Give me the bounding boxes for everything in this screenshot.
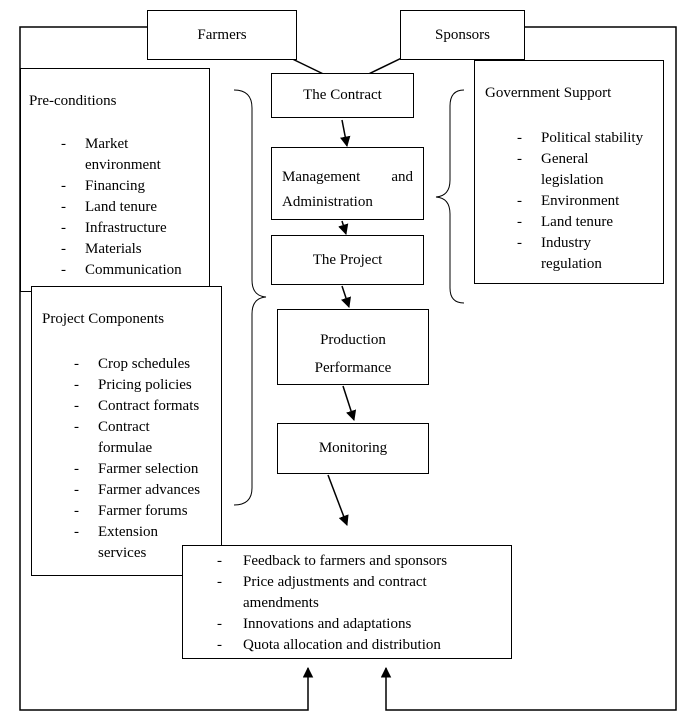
production-to-monitoring-arrow xyxy=(342,385,357,421)
right-brace xyxy=(435,89,465,304)
project-components-title: Project Components xyxy=(42,311,165,327)
preconditions-title: Pre-conditions xyxy=(29,93,117,109)
farmers-loop-line xyxy=(19,26,314,711)
administration-word: Administration xyxy=(282,194,373,210)
farmers-box: Farmers xyxy=(147,10,297,60)
list-item: Communication xyxy=(29,260,209,281)
management-line1: Management and xyxy=(282,167,413,188)
list-item: Pricing policies xyxy=(42,375,221,396)
sponsors-loop-line xyxy=(380,26,677,711)
list-item: Financing xyxy=(29,176,209,197)
list-item: Extension services xyxy=(42,522,221,564)
government-support-title: Government Support xyxy=(485,85,612,101)
list-item: Materials xyxy=(29,239,209,260)
list-item: Feedback to farmers and sponsors xyxy=(183,551,503,572)
production-box: Production Performance xyxy=(277,309,429,385)
monitoring-box: Monitoring xyxy=(277,423,429,474)
list-item: Market environment xyxy=(29,134,209,176)
list-item: Contract formulae xyxy=(42,417,221,459)
management-box: Management and Administration xyxy=(271,147,424,220)
list-item: Land tenure xyxy=(485,212,663,233)
feedback-box: Feedback to farmers and sponsors Price a… xyxy=(182,545,512,659)
list-item: Farmer forums xyxy=(42,501,221,522)
list-item: Political stability xyxy=(485,128,663,149)
list-item: Land tenure xyxy=(29,197,209,218)
list-item: Environment xyxy=(485,191,663,212)
preconditions-box: Pre-conditions Market environment Financ… xyxy=(20,68,210,292)
monitoring-to-feedback-arrow xyxy=(327,474,349,526)
list-item: Quota allocation and distribution xyxy=(183,635,503,656)
project-components-box: Project Components Crop schedules Pricin… xyxy=(31,286,222,576)
left-brace xyxy=(233,89,267,506)
contract-box: The Contract xyxy=(271,73,414,118)
list-item: Farmer selection xyxy=(42,459,221,480)
list-item: Crop schedules xyxy=(42,354,221,375)
production-line2: Performance xyxy=(314,360,392,376)
government-support-list: Political stability General legislation … xyxy=(485,128,663,275)
project-box: The Project xyxy=(271,235,424,285)
list-item: Infrastructure xyxy=(29,218,209,239)
project-to-production-arrow xyxy=(341,285,351,308)
preconditions-list: Market environment Financing Land tenure… xyxy=(29,134,209,281)
list-item: Farmer advances xyxy=(42,480,221,501)
management-word: Management xyxy=(282,169,361,185)
contract-to-management-arrow xyxy=(340,119,351,148)
list-item: Industry regulation xyxy=(485,233,663,275)
government-support-box: Government Support Political stability G… xyxy=(474,60,664,284)
production-line1: Production xyxy=(320,332,386,348)
and-word: and xyxy=(391,169,413,185)
project-components-list: Crop schedules Pricing policies Contract… xyxy=(42,354,221,564)
feedback-list: Feedback to farmers and sponsors Price a… xyxy=(183,551,503,656)
management-to-project-arrow xyxy=(338,220,349,236)
sponsors-box: Sponsors xyxy=(400,10,525,60)
list-item: General legislation xyxy=(485,149,663,191)
list-item: Innovations and adaptations xyxy=(183,614,503,635)
list-item: Contract formats xyxy=(42,396,221,417)
list-item: Price adjustments and contract amendment… xyxy=(183,572,503,614)
